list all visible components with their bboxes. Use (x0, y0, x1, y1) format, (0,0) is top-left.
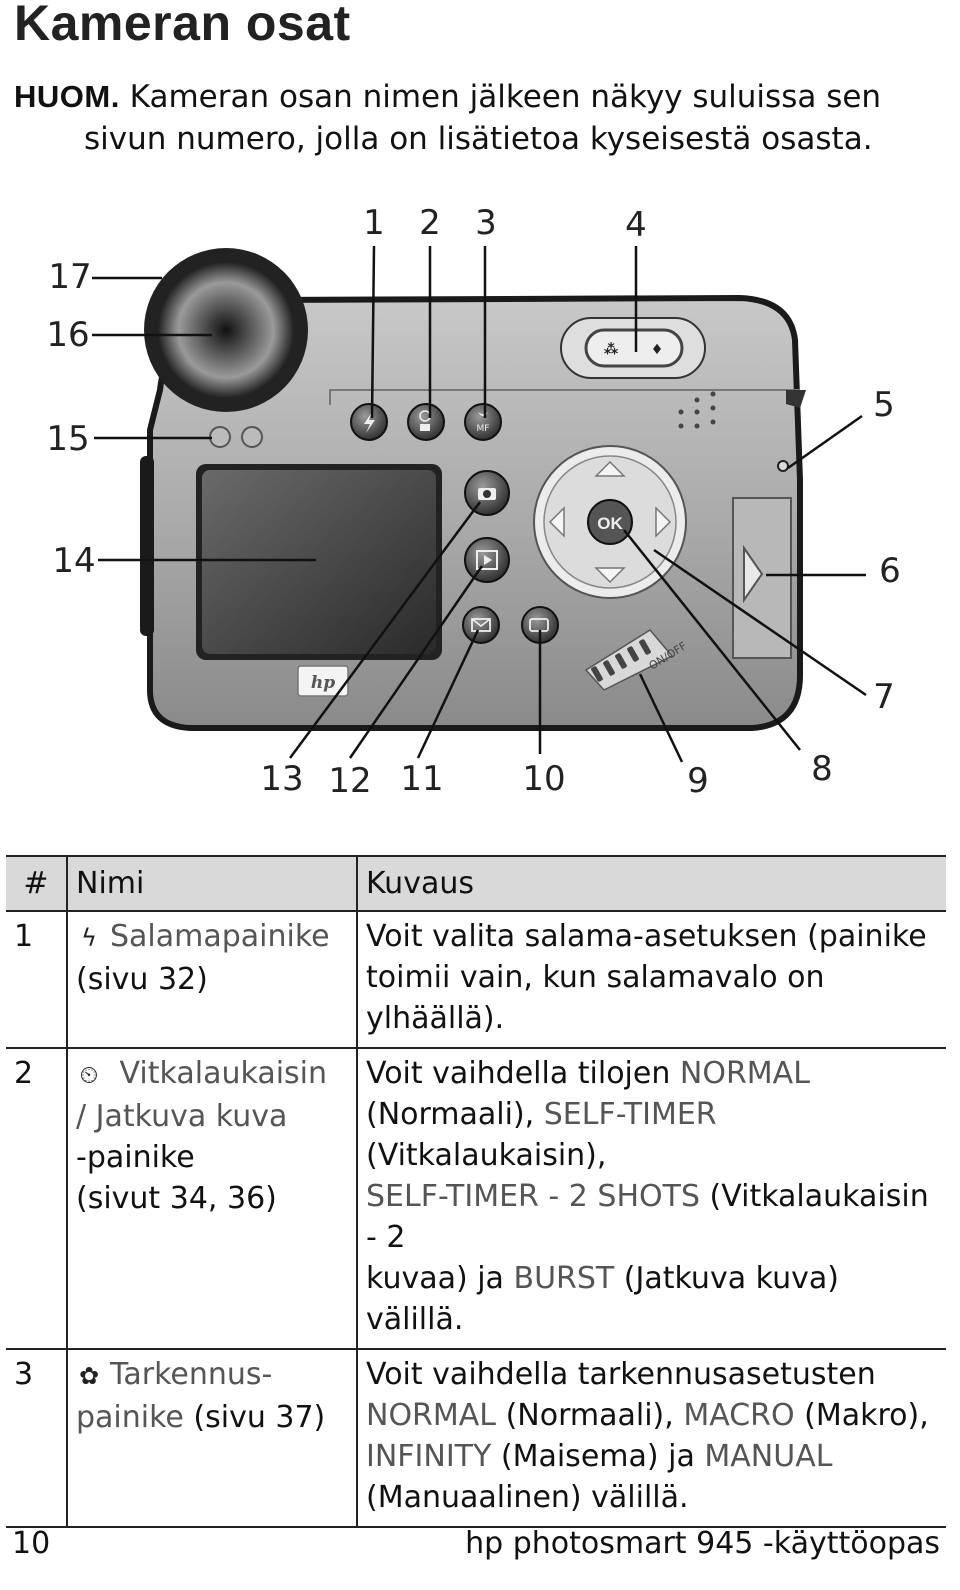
header-name: Nimi (67, 855, 358, 911)
speaker-grille (678, 391, 716, 429)
svg-text:OK: OK (597, 514, 623, 533)
zoom-lever[interactable]: ⁂ ♦ (560, 317, 706, 379)
viewfinder-eyepiece (144, 248, 308, 412)
row-number: 2 (6, 1047, 68, 1349)
callout-7: 7 (873, 677, 895, 717)
row-name: ⏲ Vitkalaukaisin / Jatkuva kuva -painike… (67, 1047, 358, 1349)
camera-back-diagram: hp MF ⁂ ♦ (46, 203, 900, 801)
zoom-in-icon: ♦ (651, 342, 664, 358)
arrow-down-icon[interactable] (594, 567, 626, 584)
note-paragraph: HUOM. Kameran osan nimen jälkeen näkyy s… (14, 76, 914, 160)
playback-icon (476, 550, 498, 570)
share-button[interactable] (462, 606, 500, 644)
self-timer-burst-button[interactable] (407, 403, 445, 441)
callout-15: 15 (46, 419, 89, 459)
page-title: Kameran osat (14, 0, 351, 51)
callout-13: 13 (260, 759, 303, 799)
row-number: 3 (6, 1348, 68, 1528)
memory-card-led (777, 460, 789, 472)
row-name: ✿Tarkennus- painike (sivu 37) (67, 1348, 358, 1528)
page-number: 10 (12, 1526, 51, 1561)
row-description: Voit vaihdella tilojen NORMAL (Normaali)… (357, 1047, 946, 1349)
header-desc: Kuvaus (357, 855, 946, 911)
status-lamp-2 (241, 426, 263, 448)
callout-numbers: 1 2 3 4 5 6 7 8 9 10 11 12 13 14 15 16 1… (46, 203, 900, 801)
strap-lug (786, 390, 806, 408)
callout-lines (92, 245, 867, 763)
status-lamp-1 (209, 426, 231, 448)
self-timer-icon: ⏲ (79, 1061, 99, 1089)
flash-icon (364, 412, 375, 433)
callout-17: 17 (48, 257, 91, 297)
print-button[interactable] (521, 606, 559, 644)
flash-icon: ϟ (81, 924, 97, 952)
table-row: 3 ✿Tarkennus- painike (sivu 37) Voit vai… (6, 1348, 946, 1528)
burst-icon (420, 424, 430, 431)
callout-10: 10 (522, 759, 565, 799)
callout-11: 11 (400, 759, 443, 799)
callout-14: 14 (52, 541, 95, 581)
table-header-row: # Nimi Kuvaus (6, 855, 946, 911)
lcd-screen (196, 464, 442, 660)
callout-1: 1 (363, 203, 385, 243)
svg-text:MF: MF (477, 424, 490, 434)
envelope-icon (471, 618, 491, 632)
note-text-line2: sivun numero, jolla on lisätietoa kyseis… (84, 121, 873, 157)
row-description: Voit vaihdella tarkennusasetusten NORMAL… (357, 1348, 946, 1528)
row-description: Voit valita salama-asetuksen (painike to… (357, 910, 946, 1048)
table-row: 2 ⏲ Vitkalaukaisin / Jatkuva kuva -paini… (6, 1047, 946, 1349)
memory-card-door[interactable] (732, 497, 792, 659)
capture-mode-button[interactable] (464, 470, 510, 516)
note-lead: HUOM. (14, 79, 120, 114)
flash-button[interactable] (350, 403, 388, 441)
playback-button[interactable] (464, 537, 510, 583)
row-number: 1 (6, 910, 68, 1048)
arrow-up-icon[interactable] (594, 460, 626, 477)
arrow-left-icon[interactable] (548, 506, 565, 538)
zoom-out-icon: ⁂ (604, 342, 619, 358)
callout-9: 9 (687, 761, 709, 801)
callout-5: 5 (873, 385, 895, 425)
callout-16: 16 (46, 315, 89, 355)
callout-4: 4 (625, 205, 647, 245)
callout-8: 8 (811, 749, 833, 789)
focus-icon: ✿ (78, 1362, 100, 1390)
callout-12: 12 (328, 761, 371, 801)
callout-2: 2 (419, 203, 441, 243)
arrow-right-icon[interactable] (655, 506, 672, 538)
controller-pad[interactable]: OK (533, 445, 687, 599)
note-text-line1: Kameran osan nimen jälkeen näkyy suluiss… (119, 79, 882, 115)
header-num: # (6, 855, 68, 911)
ok-button[interactable]: OK (587, 499, 633, 545)
side-grip (140, 456, 154, 636)
callout-3: 3 (475, 203, 497, 243)
footer-doc-title: hp photosmart 945 -käyttöopas (465, 1526, 940, 1561)
callout-6: 6 (879, 551, 901, 591)
svg-text:hp: hp (311, 673, 335, 693)
focus-button[interactable]: MF (464, 403, 502, 441)
